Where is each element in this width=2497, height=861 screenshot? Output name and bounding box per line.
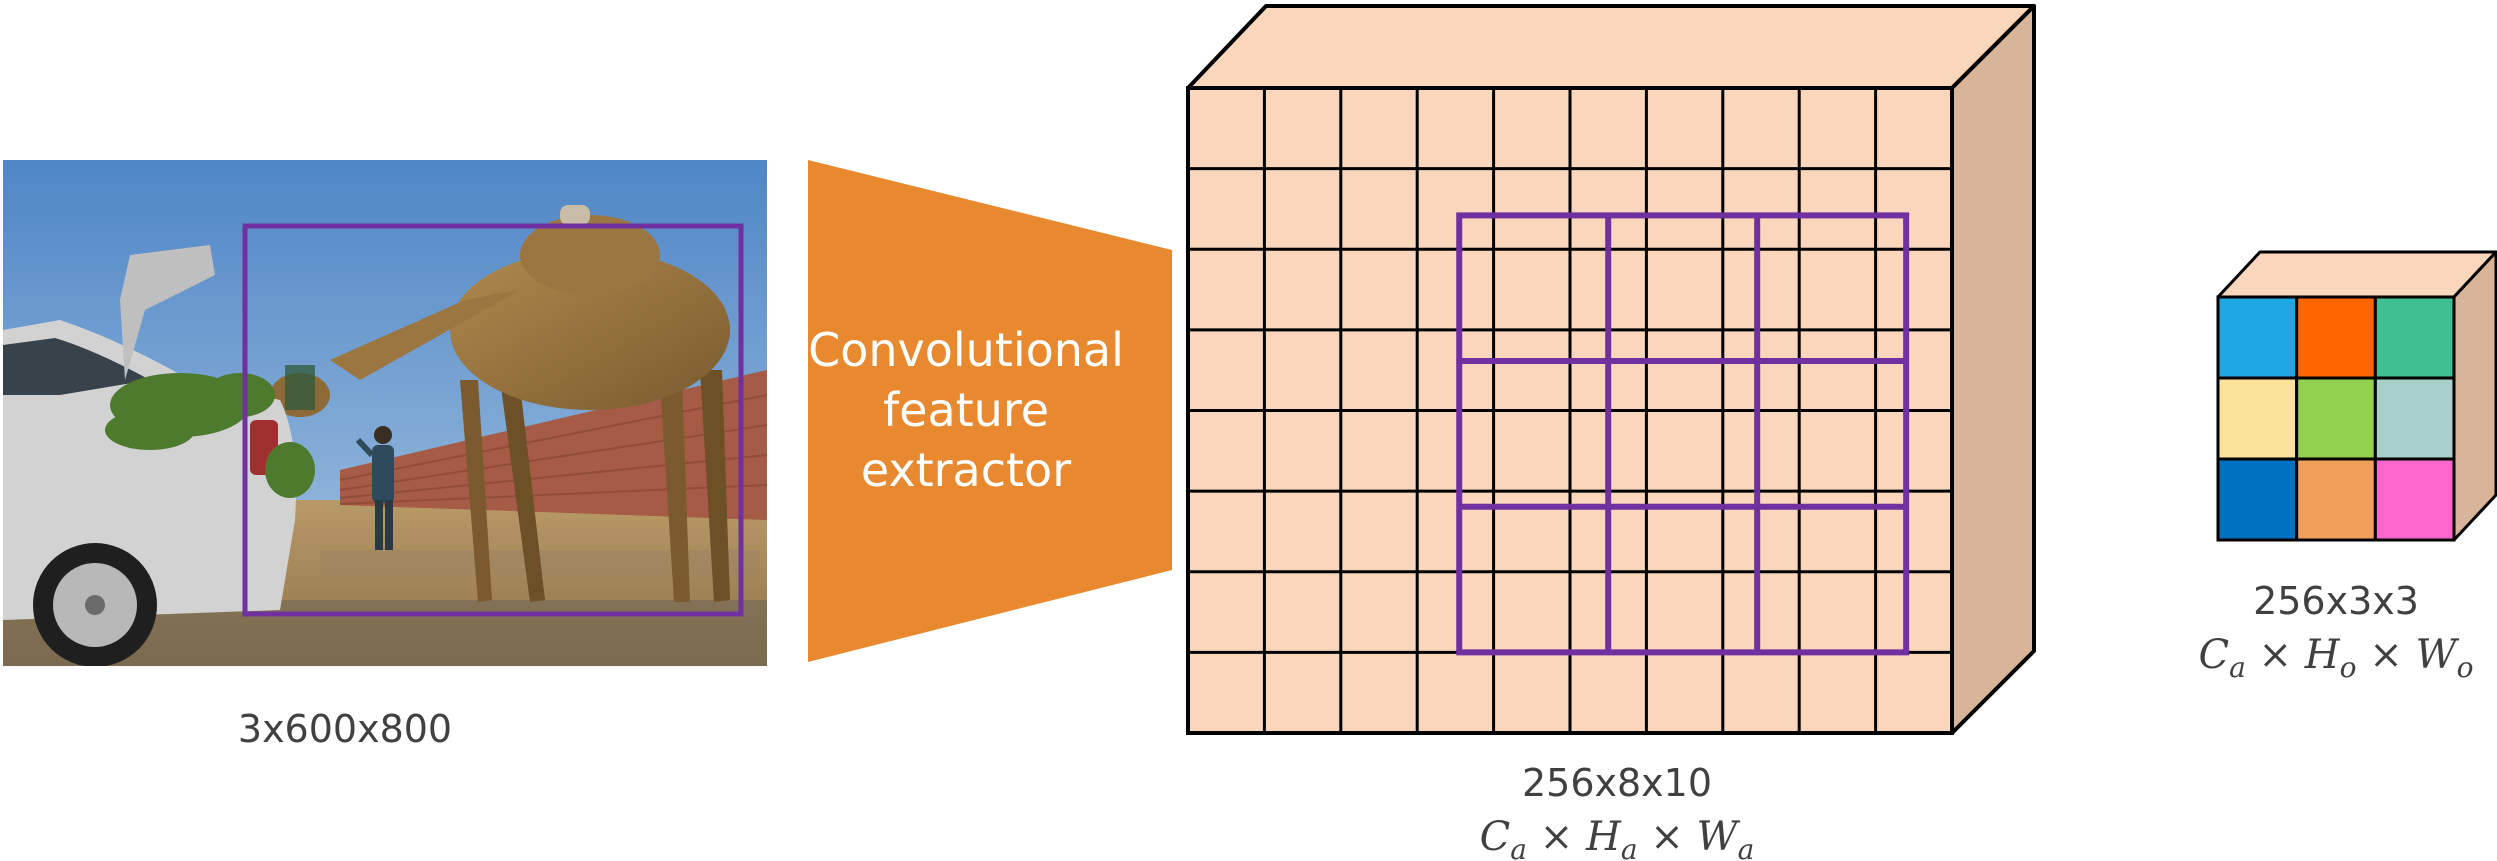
- feature-extractor-block: Convolutional feature extractor: [808, 160, 1172, 662]
- output-bin-cell: [2295, 457, 2377, 542]
- feature-map-size-label: 256x8x10: [1522, 761, 1712, 805]
- feature-map-cuboid: [1186, 4, 2036, 735]
- object-bounding-box: [242, 223, 744, 617]
- input-image: [3, 160, 767, 666]
- output-bin-cell: [2295, 376, 2377, 461]
- feature-map-formula: Ca × Ha × Wa: [1480, 814, 1755, 861]
- output-size-label: 256x3x3: [2253, 579, 2419, 623]
- output-bin-cell: [2373, 376, 2456, 461]
- feature-map-side-face: [1950, 4, 2036, 735]
- output-bin-cell: [2295, 295, 2377, 380]
- leaves-figure: [105, 373, 315, 498]
- output-bins: [2216, 295, 2456, 542]
- extractor-label-line-2: feature: [883, 383, 1049, 437]
- roi-pooling-grid: [1456, 212, 1910, 656]
- output-top-face: [2216, 250, 2497, 299]
- feature-map-top-face: [1186, 4, 2036, 90]
- pooled-output-cube: [2216, 250, 2497, 542]
- output-side-face: [2452, 250, 2497, 542]
- extractor-funnel-shape: [808, 160, 1172, 662]
- output-bin-cell: [2216, 457, 2299, 542]
- extractor-label-line-1: Convolutional: [808, 323, 1124, 377]
- person-figure: [355, 426, 394, 550]
- input-size-label: 3x600x800: [238, 707, 452, 751]
- output-bin-cell: [2373, 295, 2456, 380]
- output-bin-cell: [2216, 376, 2299, 461]
- roi-box: [1456, 212, 1910, 656]
- output-formula: Ca × Ho × Wo: [2199, 632, 2474, 684]
- feature-map-grid: [1188, 88, 1952, 733]
- output-bin-cell: [2373, 457, 2456, 542]
- output-bin-cell: [2216, 295, 2299, 380]
- extractor-label-line-3: extractor: [861, 443, 1071, 497]
- camel-figure: [270, 205, 730, 602]
